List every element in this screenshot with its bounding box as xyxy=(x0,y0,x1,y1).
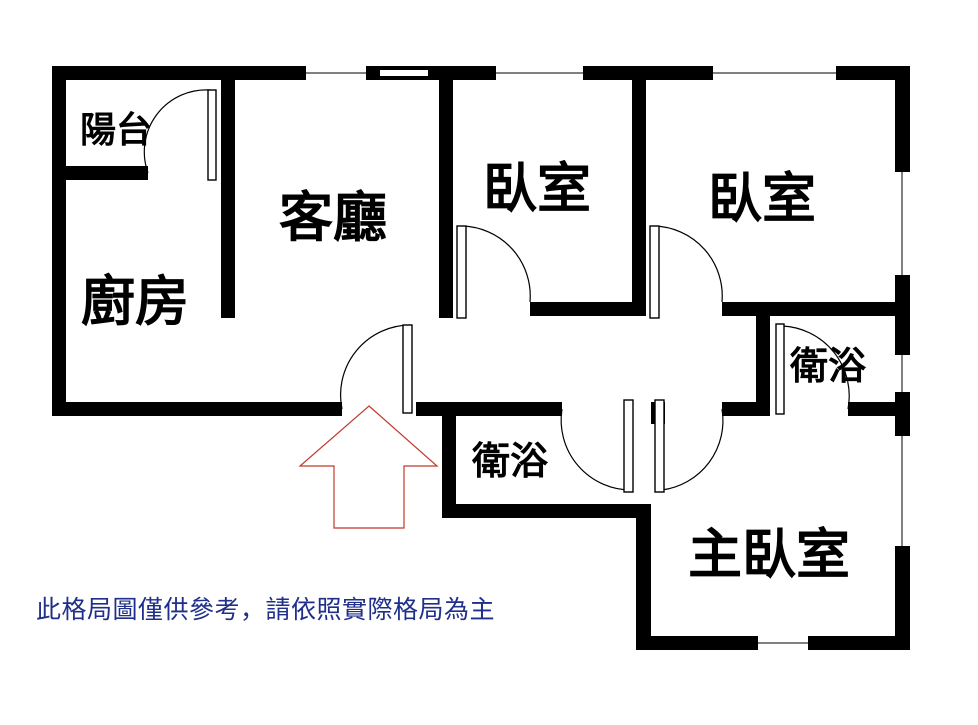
walls xyxy=(52,66,910,650)
label-living-room: 客廳 xyxy=(279,186,387,249)
wall-master-bottom-a xyxy=(636,636,758,650)
door-master xyxy=(654,399,665,493)
wall-bottom-left xyxy=(52,402,342,416)
door-arc-bedroom1 xyxy=(461,225,531,303)
door-arc-master xyxy=(661,408,724,491)
door-arc-entrance xyxy=(339,324,411,410)
wall-top-e xyxy=(836,66,910,80)
wall-corridor-right xyxy=(722,402,770,416)
wall-bed1-bottom xyxy=(530,302,646,316)
wall-right-mid xyxy=(895,275,910,355)
label-kitchen: 廚房 xyxy=(81,270,189,333)
wall-top-window-frame-b xyxy=(380,76,428,80)
door-arc-bedroom2 xyxy=(653,225,723,303)
wall-top-b xyxy=(366,66,380,80)
label-bathroom-1: 衛浴 xyxy=(471,439,549,483)
label-balcony: 陽台 xyxy=(80,110,152,151)
door-bathroom1 xyxy=(623,399,634,493)
wall-top-d xyxy=(583,66,713,80)
wall-left xyxy=(52,66,66,416)
doors xyxy=(143,89,850,493)
wall-top-c xyxy=(428,66,496,80)
wall-kitchen-living xyxy=(221,66,235,318)
wall-bath2-left xyxy=(756,316,770,416)
wall-balcony-bottom xyxy=(52,166,148,180)
wall-bath2-bottom xyxy=(848,402,910,416)
wall-corridor-bottom xyxy=(416,402,562,416)
label-master-bedroom: 主臥室 xyxy=(688,523,850,586)
label-bedroom-1: 臥室 xyxy=(483,157,591,220)
wall-right-top xyxy=(895,66,910,172)
wall-top-a xyxy=(52,66,306,80)
entrance-arrow xyxy=(298,405,439,529)
label-bedroom-2: 臥室 xyxy=(708,167,816,230)
door-arc-balcony xyxy=(143,89,211,174)
door-balcony xyxy=(207,89,217,181)
wall-master-bottom-b xyxy=(808,636,910,650)
door-entrance xyxy=(402,324,413,414)
wall-living-bed1 xyxy=(439,66,453,318)
wall-right-bottom xyxy=(895,546,910,650)
wall-bath1-left xyxy=(442,402,456,518)
wall-bed1-bed2 xyxy=(632,66,646,316)
door-arc-bathroom2 xyxy=(781,325,850,410)
door-bathroom2 xyxy=(775,323,785,415)
door-arc-bathroom1 xyxy=(560,408,633,491)
label-bathroom-2: 衛浴 xyxy=(789,344,867,388)
room-labels: 陽台 客廳 廚房 臥室 臥室 衛浴 衛浴 主臥室 xyxy=(80,110,867,586)
disclaimer-text: 此格局圖僅供參考，請依照實際格局為主 xyxy=(36,595,496,624)
wall-bath1-bottom xyxy=(442,504,638,518)
wall-bed2-bottom xyxy=(722,302,910,316)
wall-top-window-frame xyxy=(380,66,428,70)
door-bedroom2 xyxy=(649,225,660,319)
wall-master-left xyxy=(636,504,651,650)
door-bedroom1 xyxy=(456,225,467,319)
windows xyxy=(306,72,903,644)
